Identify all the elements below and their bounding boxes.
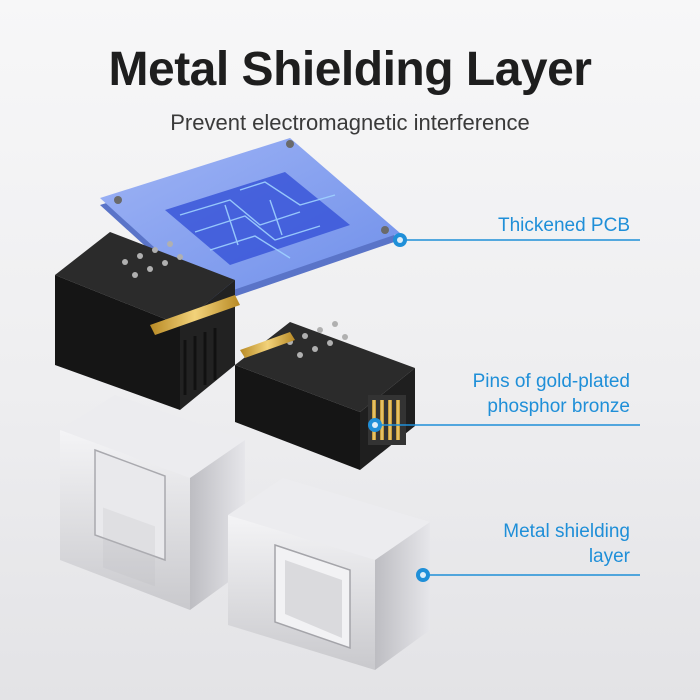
callout-label: Thickened PCB	[497, 215, 630, 236]
callout-thickened-pcb: Thickened PCB	[498, 213, 630, 238]
callout-label-line-2: layer	[588, 546, 630, 567]
page-subtitle: Prevent electromagnetic interference	[170, 110, 530, 135]
callout-gold-pins: Pins of gold-plated phosphor bronze	[473, 369, 630, 419]
left-metal-shield	[60, 395, 245, 610]
callout-connectors	[375, 239, 640, 576]
callout-label-line-1: Metal shielding	[503, 521, 630, 542]
page-title: Metal Shielding Layer	[108, 43, 592, 96]
callout-metal-shielding: Metal shielding layer	[503, 519, 630, 569]
right-connector-module	[235, 321, 415, 470]
right-metal-shield	[228, 478, 430, 670]
callout-label-line-2: phosphor bronze	[487, 396, 630, 417]
callout-dots	[368, 233, 430, 582]
left-connector-module	[55, 232, 240, 410]
callout-label-line-1: Pins of gold-plated	[472, 371, 630, 392]
